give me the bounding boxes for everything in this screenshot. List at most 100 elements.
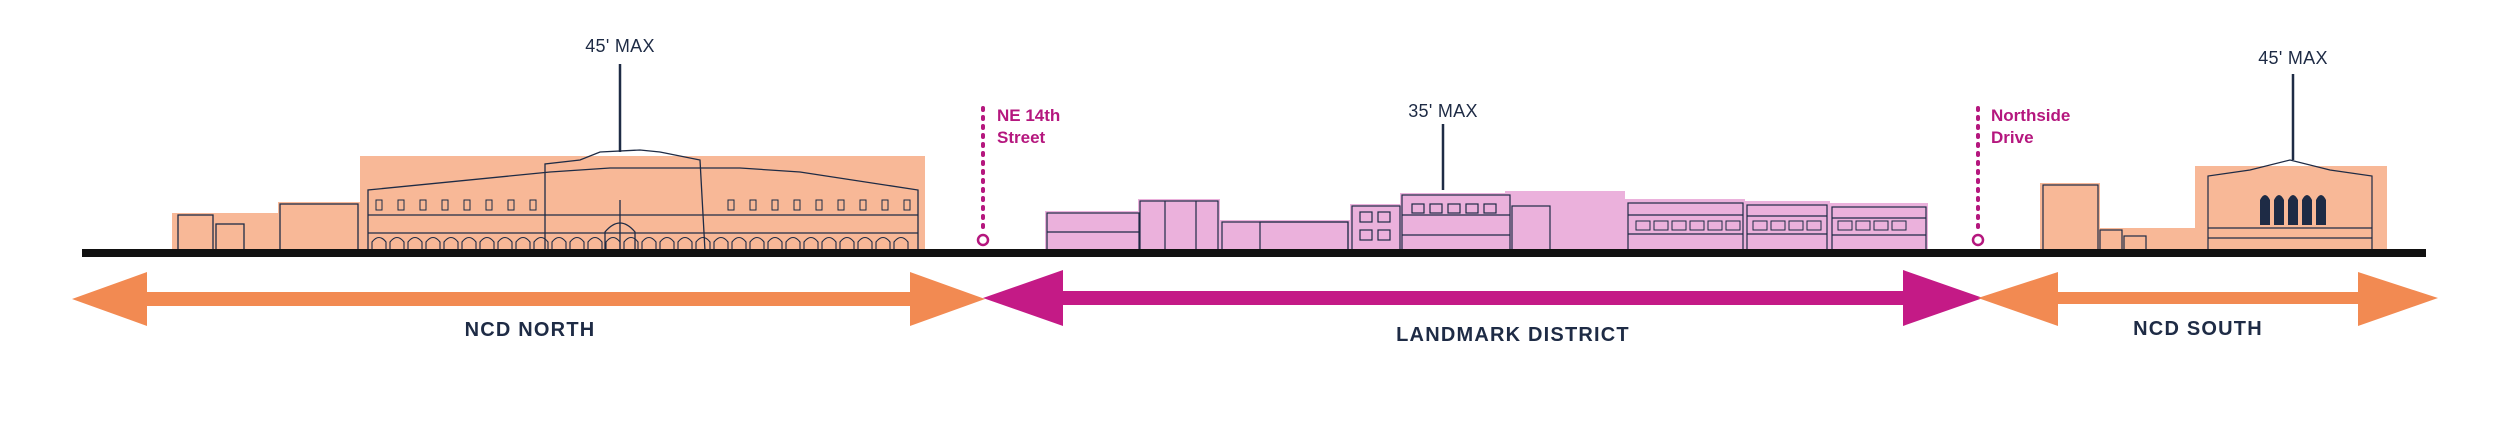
height-callout-south: 45' MAX: [2258, 48, 2328, 160]
arch-outline: [425, 236, 441, 251]
arch-outline: [785, 236, 801, 251]
street-label-line1: Northside: [1991, 106, 2070, 125]
arch-outline: [587, 236, 603, 251]
landmark-building: [1745, 201, 1830, 251]
window-outline: [903, 199, 911, 211]
arch-outline: [695, 236, 711, 251]
arched-window: [2288, 195, 2298, 225]
window-outline: [727, 199, 735, 211]
upper-windows: [375, 199, 911, 211]
window-outline: [463, 199, 471, 211]
boundary-marker-icon: [1971, 233, 1985, 247]
landmark-building: [1830, 203, 1928, 251]
landmark-double-arrow: [983, 270, 1983, 326]
arch-outline: [461, 236, 477, 251]
window-outline: [815, 199, 823, 211]
landmark-building: [1505, 191, 1625, 251]
arcade-arches: [371, 236, 909, 251]
ncd-south-double-arrow: [1978, 272, 2438, 326]
arch-outline: [515, 236, 531, 251]
window-outline: [1891, 220, 1907, 231]
landmark-building: [1220, 220, 1350, 251]
window-outline: [1689, 220, 1705, 231]
arch-outline: [551, 236, 567, 251]
window-outline: [1707, 220, 1723, 231]
arch-outline: [479, 236, 495, 251]
street-label-line1: NE 14th: [997, 106, 1060, 125]
arch-outline: [659, 236, 675, 251]
window-outline: [441, 199, 449, 211]
arch-outline: [857, 236, 873, 251]
height-callout-north: 45' MAX: [585, 36, 655, 152]
arch-outline: [767, 236, 783, 251]
low-building-block: [278, 202, 360, 251]
window-outline: [1653, 220, 1669, 231]
ground-line: [82, 249, 2426, 257]
street-label-line2: Drive: [1991, 128, 2034, 147]
window-outline: [859, 199, 867, 211]
zone-label-ncd-south: NCD SOUTH: [2133, 318, 2263, 340]
window-outline: [1671, 220, 1687, 231]
zone-label-ncd-north: NCD NORTH: [465, 319, 596, 341]
height-label-landmark: 35' MAX: [1408, 101, 1478, 121]
arch-outline: [839, 236, 855, 251]
landmark-buildings: [1045, 191, 1928, 252]
height-label-ncd-south: 45' MAX: [2258, 48, 2328, 68]
arched-window: [2316, 195, 2326, 225]
boundary-ne-14th-street: NE 14th Street: [976, 106, 1060, 247]
window-outline: [1770, 220, 1786, 231]
window-outline: [419, 199, 427, 211]
arch-outline: [623, 236, 639, 251]
arch-outline: [731, 236, 747, 251]
max-envelope-north: [360, 156, 925, 251]
window-outline: [375, 199, 383, 211]
window-outline: [1635, 220, 1651, 231]
landmark-building: [1625, 199, 1745, 251]
arch-outline: [713, 236, 729, 251]
low-building-block: [2100, 228, 2195, 251]
window-outline: [485, 199, 493, 211]
window-outline: [1837, 220, 1853, 231]
street-label-line2: Street: [997, 128, 1046, 147]
arch-outline: [389, 236, 405, 251]
window-outline: [1788, 220, 1804, 231]
arched-window: [2274, 195, 2284, 225]
landmark-building: [1400, 193, 1512, 251]
ncd-north-double-arrow: [72, 272, 985, 326]
arch-outline: [605, 236, 621, 251]
window-outline: [749, 199, 757, 211]
arched-window: [2260, 195, 2270, 225]
landmark-building: [1138, 199, 1220, 251]
window-outline: [837, 199, 845, 211]
landmark-building: [1350, 204, 1402, 251]
south-arched-windows: [2260, 195, 2326, 225]
arch-outline: [821, 236, 837, 251]
ncd-north-buildings: [172, 149, 925, 252]
window-outline: [1806, 220, 1822, 231]
window-outline: [881, 199, 889, 211]
landmark-windows: [1635, 220, 1907, 231]
window-outline: [507, 199, 515, 211]
boundary-marker-icon: [976, 233, 990, 247]
building-outlines: [177, 149, 919, 252]
arch-outline: [677, 236, 693, 251]
arch-outline: [875, 236, 891, 251]
low-building-block: [2040, 183, 2100, 251]
window-outline: [1752, 220, 1768, 231]
window-outline: [1855, 220, 1871, 231]
height-label-ncd-north: 45' MAX: [585, 36, 655, 56]
height-callout-landmark: 35' MAX: [1408, 101, 1478, 190]
arch-outline: [443, 236, 459, 251]
window-outline: [529, 199, 537, 211]
zone-label-landmark-district: LANDMARK DISTRICT: [1396, 324, 1630, 346]
arch-outline: [641, 236, 657, 251]
window-outline: [397, 199, 405, 211]
ncd-south-buildings: [2040, 159, 2387, 252]
window-outline: [1725, 220, 1741, 231]
arch-outline: [533, 236, 549, 251]
arch-outline: [497, 236, 513, 251]
arched-window: [2302, 195, 2312, 225]
arch-outline: [893, 236, 909, 251]
window-outline: [771, 199, 779, 211]
